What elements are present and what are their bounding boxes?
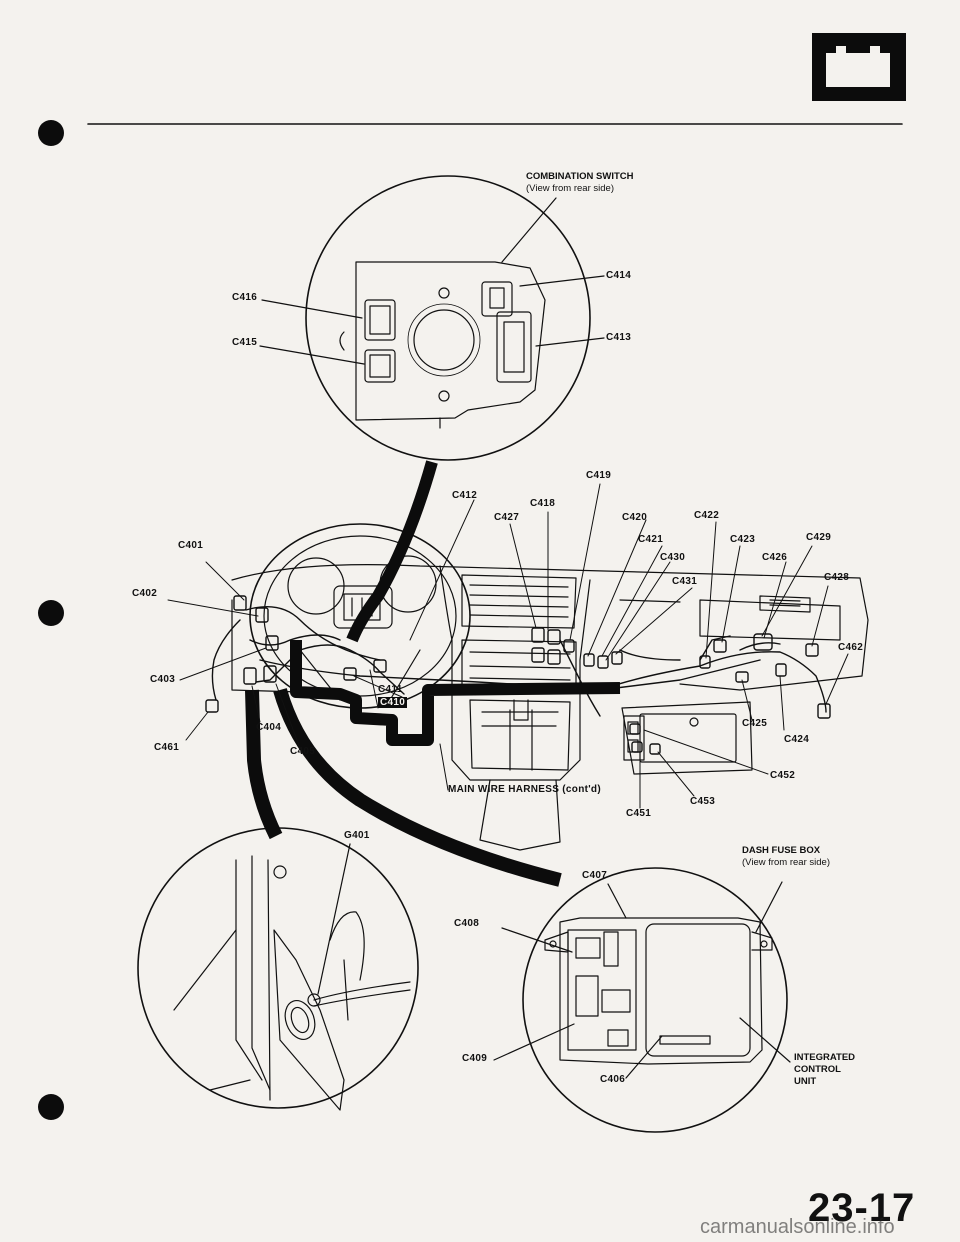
connector-label: C416: [232, 292, 258, 303]
connector-label: C401: [178, 540, 204, 551]
connector-label: C413: [606, 332, 632, 343]
combination-switch-inset: [259, 175, 605, 461]
connector-label: C431: [672, 576, 698, 587]
connector-label: C409: [462, 1053, 488, 1064]
battery-icon: − +: [812, 33, 906, 101]
connector-label: C427: [494, 512, 520, 523]
binder-hole-1: [38, 120, 64, 146]
minus-sign: −: [837, 34, 849, 50]
watermark: carmanualsonline.info: [700, 1216, 895, 1238]
connector-label: C415: [232, 337, 258, 348]
connector-label: C403: [150, 674, 176, 685]
main-wire-harness-caption: MAIN WIRE HARNESS (cont'd): [448, 784, 601, 795]
connector-label: C410: [378, 697, 408, 708]
connector-label: C424: [784, 734, 810, 745]
dash-fuse-box-inset: [493, 867, 791, 1133]
connector-label: C420: [622, 512, 648, 523]
leader-lines: [167, 483, 849, 809]
connector-label: C421: [638, 534, 664, 545]
connector-label: C429: [806, 532, 832, 543]
connector-label: C451: [626, 808, 652, 819]
connector-label: C412: [452, 490, 478, 501]
connector-label: C426: [762, 552, 788, 563]
g401-ground-inset: [137, 827, 419, 1111]
binder-hole-2: [38, 600, 64, 626]
connector-label: C414: [606, 270, 632, 281]
dash-fuse-box-caption: DASH FUSE BOX (View from rear side): [742, 845, 830, 868]
page-number: 23-17: [808, 1186, 916, 1230]
connector-label: C428: [824, 572, 850, 583]
combination-switch-caption: COMBINATION SWITCH (View from rear side): [526, 171, 634, 194]
plus-sign: +: [870, 34, 882, 50]
dashboard-outline: [231, 523, 869, 851]
connector-label: C405: [290, 746, 316, 757]
connector-label: C407: [582, 870, 608, 881]
connector-label: C408: [454, 918, 480, 929]
connector-label: C462: [838, 642, 864, 653]
connector-label: C425: [742, 718, 768, 729]
connector-label: C430: [660, 552, 686, 563]
connector-label: C418: [530, 498, 556, 509]
connector-label: C452: [770, 770, 796, 781]
connector-label: C411: [378, 684, 403, 695]
connector-label: C419: [586, 470, 612, 481]
connector-label: G401: [344, 830, 370, 841]
connector-label: C423: [730, 534, 756, 545]
wiring: [205, 595, 831, 755]
integrated-control-unit-caption: INTEGRATED CONTROL UNIT: [794, 1052, 856, 1087]
connector-label: C422: [694, 510, 720, 521]
connector-label: C406: [600, 1074, 626, 1085]
connector-label: C404: [256, 722, 282, 733]
connector-label: C453: [690, 796, 716, 807]
connector-label: C461: [154, 742, 180, 753]
binder-hole-3: [38, 1094, 64, 1120]
main-harness-trunk: [245, 460, 621, 887]
connector-label: C402: [132, 588, 158, 599]
